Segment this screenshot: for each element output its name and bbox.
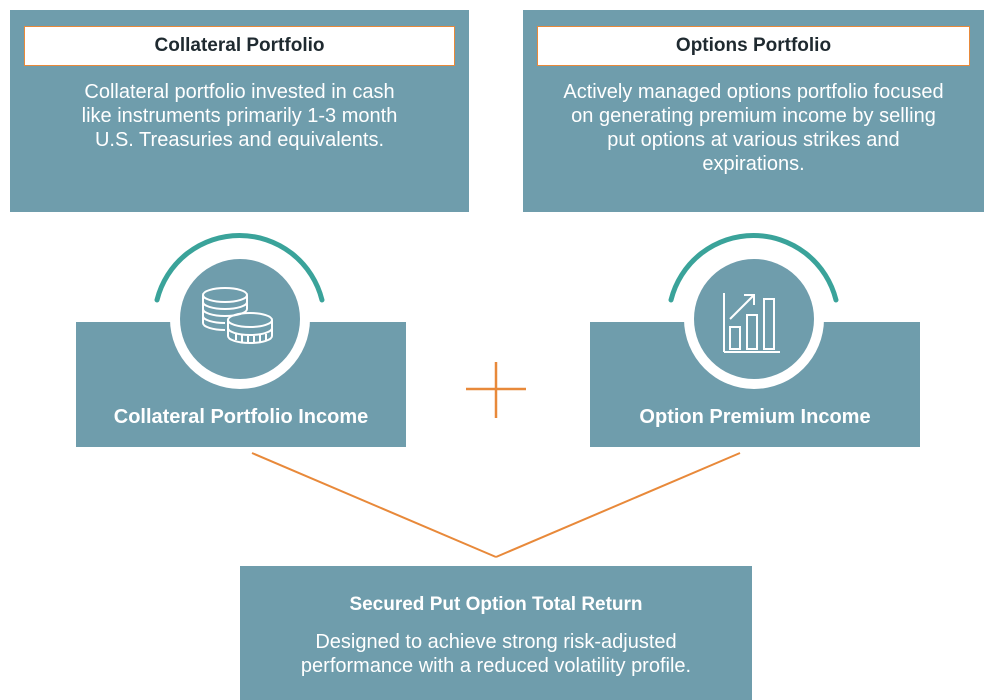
connector-lines (251, 452, 741, 558)
total-return-description: Designed to achieve strong risk-adjusted… (300, 631, 692, 677)
growth-chart-icon (723, 293, 780, 353)
option-arc (668, 232, 839, 303)
collateral-arc (154, 232, 325, 303)
plus-icon (466, 362, 526, 418)
collateral-portfolio-title: Collateral Portfolio (24, 26, 455, 66)
option-income-title: Option Premium Income (639, 406, 871, 428)
collateral-portfolio-description: Collateral portfolio invested in cash li… (81, 81, 398, 151)
total-return-title: Secured Put Option Total Return (349, 594, 643, 615)
options-portfolio-description: Actively managed options portfolio focus… (563, 81, 944, 175)
coins-icon (202, 287, 273, 344)
options-portfolio-title: Options Portfolio (537, 26, 970, 66)
collateral-icon-circle (170, 249, 310, 389)
options-portfolio-panel: Options Portfolio Actively managed optio… (523, 10, 984, 212)
collateral-portfolio-panel: Collateral Portfolio Collateral portfoli… (10, 10, 469, 212)
option-icon-circle (684, 249, 824, 389)
collateral-income-title: Collateral Portfolio Income (113, 406, 369, 428)
total-return-panel: Secured Put Option Total Return Designed… (240, 566, 752, 700)
